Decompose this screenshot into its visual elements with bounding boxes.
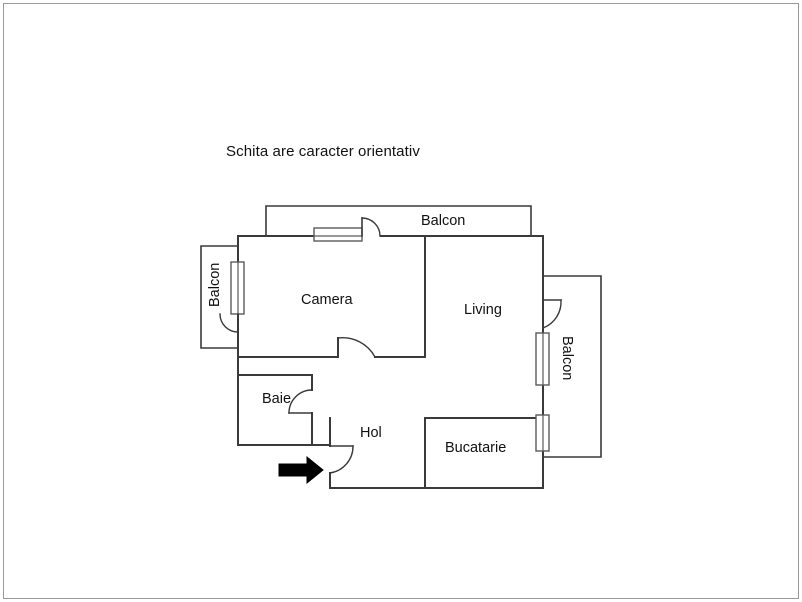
walls-group <box>200 205 602 489</box>
door-arc-balcon-left <box>219 313 239 333</box>
page-border <box>3 3 799 599</box>
room-label-balcon-left: Balcon <box>207 262 223 307</box>
door-arc-baie <box>288 389 313 414</box>
plan-disclaimer-text: Schita are caracter orientativ <box>226 143 420 160</box>
window-camera-top <box>313 227 363 242</box>
balcon-top-outline <box>265 205 532 237</box>
door-arc-balcon-top <box>361 217 381 237</box>
entrance-arrow-shape <box>278 455 324 485</box>
door-arc-balcon-right <box>542 299 562 329</box>
balcon-right-outline <box>542 275 602 458</box>
room-label-bucatarie: Bucatarie <box>445 440 507 456</box>
door-arc-camera-hol <box>337 337 376 358</box>
balcon-left-outline <box>200 245 239 349</box>
door-arc-entrance <box>329 445 354 474</box>
room-label-hol: Hol <box>360 425 382 441</box>
room-label-balcon-right: Balcon <box>559 336 575 381</box>
entrance-arrow <box>278 455 324 485</box>
room-label-living: Living <box>464 302 502 318</box>
room-label-baie: Baie <box>262 391 292 407</box>
room-label-balcon-top: Balcon <box>421 213 466 229</box>
room-label-camera: Camera <box>301 292 353 308</box>
